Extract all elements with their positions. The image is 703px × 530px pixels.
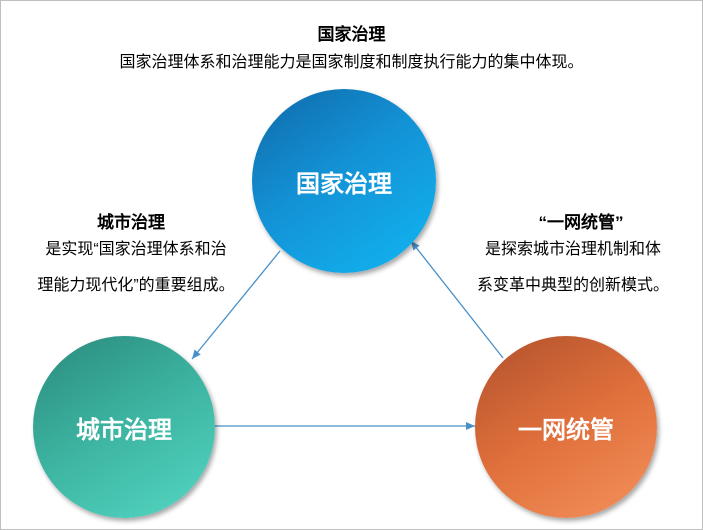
city-governance-circle: 城市治理 bbox=[33, 336, 215, 518]
right-description-line2: 系变革中典型的创新模式。 bbox=[476, 277, 669, 294]
national-governance-circle: 国家治理 bbox=[252, 89, 436, 273]
top-title: 国家治理 bbox=[317, 25, 386, 44]
arrow-unified-to-national bbox=[410, 240, 504, 359]
arrow-national-to-city bbox=[191, 250, 281, 360]
city-governance-label: 城市治理 bbox=[76, 416, 172, 444]
unified-management-circle: 一网统管 bbox=[475, 336, 657, 518]
right-title: “一网统管” bbox=[538, 213, 624, 232]
left-description-line1: 是实现“国家治理体系和治 bbox=[45, 241, 227, 258]
top-description: 国家治理体系和治理能力是国家制度和制度执行能力的集中体现。 bbox=[119, 54, 584, 71]
right-description-line1: 是探索城市治理机制和体 bbox=[484, 241, 661, 258]
unified-management-label: 一网统管 bbox=[518, 416, 614, 444]
national-governance-label: 国家治理 bbox=[296, 170, 392, 198]
left-title: 城市治理 bbox=[97, 213, 165, 232]
left-description-line2: 理能力现代化”的重要组成。 bbox=[37, 277, 235, 294]
